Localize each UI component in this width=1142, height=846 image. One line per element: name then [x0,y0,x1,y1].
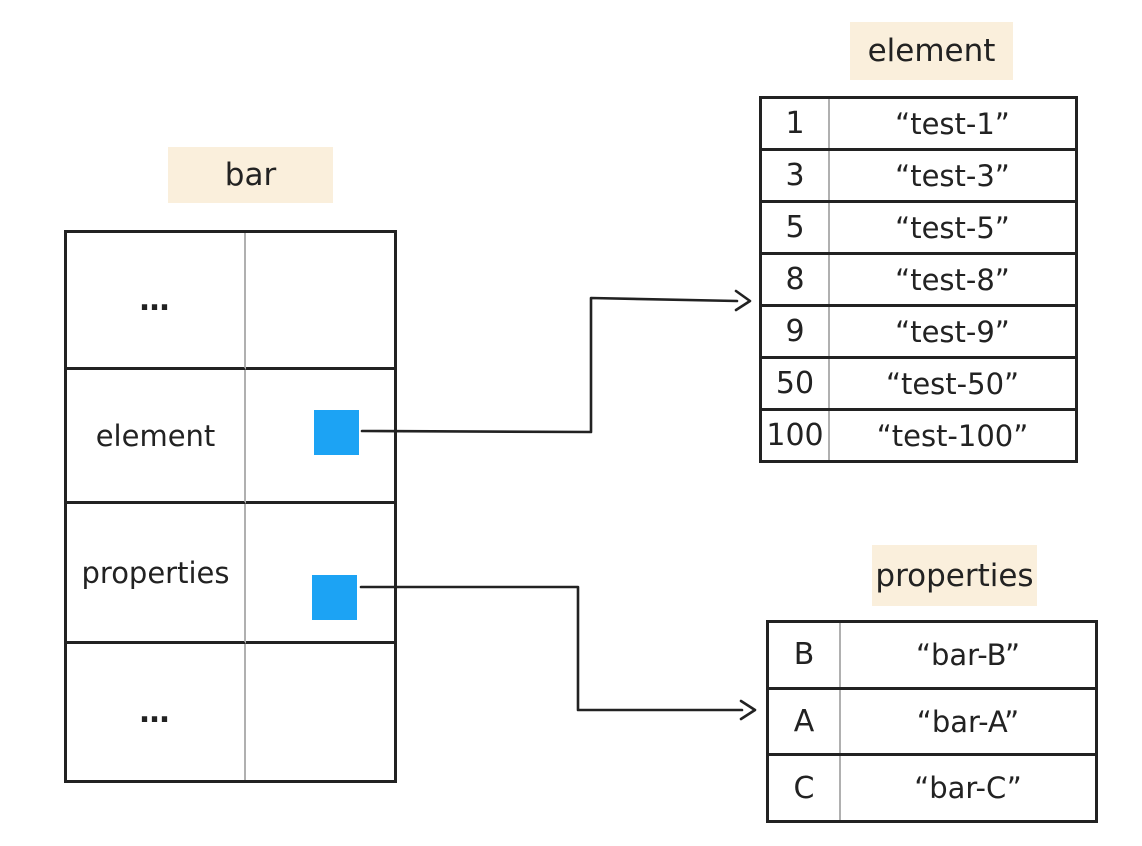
value-cell: “test-5” [895,210,1010,245]
element-pointer-square [314,410,359,455]
table-row: A “bar-A” [769,689,1095,757]
properties-table-title: properties [872,545,1037,606]
bar-row-properties-label: properties [67,504,246,644]
value-cell: “test-100” [876,418,1029,453]
bar-row-bottom-value-cell [246,644,394,780]
element-arrow [360,289,752,434]
bar-row-properties-value-cell [246,504,394,644]
table-row: 9 “test-9” [762,307,1075,359]
key-cell: A [769,689,841,754]
properties-table: B “bar-B” A “bar-A” C “bar-C” [766,620,1098,823]
key-cell: 9 [762,307,830,356]
table-row: C “bar-C” [769,756,1095,821]
bar-row-element-label: element [67,370,246,504]
bar-row-top-value-cell [246,233,394,370]
table-row: 3 “test-3” [762,151,1075,203]
key-cell: 3 [762,151,830,200]
key-cell: 50 [762,359,830,408]
bar-row-top-ellipsis: … [67,233,246,370]
key-cell: B [769,623,841,687]
value-cell: “bar-B” [915,637,1021,672]
table-row: B “bar-B” [769,623,1095,690]
key-cell: 1 [762,99,830,148]
bar-table-title-text: bar [224,157,277,193]
value-cell: “test-1” [895,106,1010,141]
element-table: 1 “test-1” 3 “test-3” 5 “test-5” 8 “test… [759,96,1078,463]
value-cell: “bar-A” [916,704,1020,739]
table-row: 100 “test-100” [762,411,1075,460]
key-cell: 8 [762,255,830,304]
value-cell: “test-3” [895,158,1010,193]
bar-row-bottom-ellipsis: … [67,644,246,780]
bar-row-element-value-cell [246,370,394,504]
key-cell: 5 [762,203,830,252]
bar-table-title: bar [168,147,333,203]
value-cell: “test-50” [885,366,1020,401]
properties-pointer-square [312,575,357,620]
properties-arrow [359,585,757,721]
value-cell: “bar-C” [914,771,1022,806]
value-cell: “test-9” [895,314,1010,349]
ellipsis-text: … [139,282,172,318]
value-cell: “test-8” [895,262,1010,297]
table-row: 1 “test-1” [762,99,1075,151]
key-cell: 100 [762,411,830,460]
key-cell: C [769,756,841,821]
properties-table-title-text: properties [875,557,1034,594]
ellipsis-text: … [139,694,172,730]
table-row: 8 “test-8” [762,255,1075,307]
bar-row-element-text: element [95,418,216,453]
bar-row-properties-text: properties [81,555,230,590]
element-table-title-text: element [867,33,996,69]
table-row: 50 “test-50” [762,359,1075,411]
bar-table: … element properties … [64,230,397,783]
table-row: 5 “test-5” [762,203,1075,255]
element-table-title: element [850,22,1013,80]
